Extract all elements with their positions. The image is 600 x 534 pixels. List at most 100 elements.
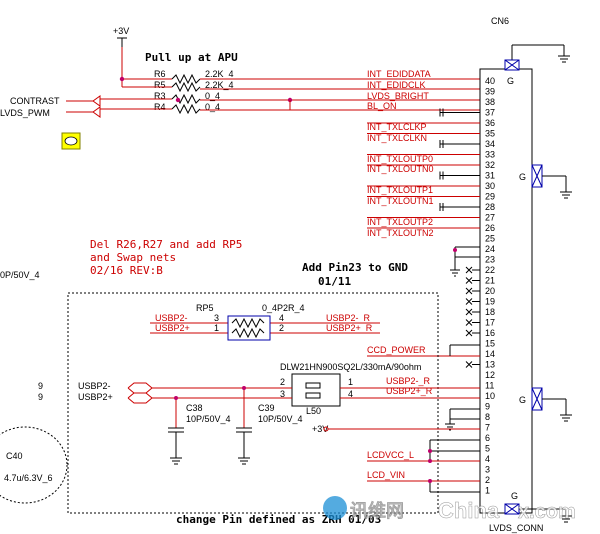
shield-g-right-2: G: [519, 387, 572, 422]
note-del-line1: Del R26,R27 and add RP5: [90, 238, 242, 251]
offpage-usbp2-pair[interactable]: USBP2- USBP2+: [78, 381, 153, 404]
connector-pin-number: 6: [485, 433, 490, 443]
svg-text:3: 3: [214, 313, 219, 323]
svg-text:1: 1: [214, 323, 219, 333]
svg-text:2.2K_4: 2.2K_4: [205, 69, 234, 79]
svg-text:USBP2-_R: USBP2-_R: [326, 313, 371, 323]
svg-text:4: 4: [348, 389, 353, 399]
connector-pin-number: 10: [485, 391, 495, 401]
svg-text:R4: R4: [154, 102, 166, 112]
svg-text:10P/50V_4: 10P/50V_4: [186, 414, 231, 424]
cap-c40-partial: C40 4.7u/6.3V_6: [0, 426, 68, 504]
connector-pin-number: 39: [485, 87, 495, 97]
connector-pin-number: 3: [485, 465, 490, 475]
cap-c39[interactable]: C39 10P/50V_4: [236, 386, 303, 465]
connector-pin-number: 31: [485, 171, 495, 181]
no-connect-icon: [465, 266, 480, 274]
net-txlclkp: INT_TXLCLKP: [367, 122, 427, 132]
left-partial-9a: 9: [38, 381, 43, 391]
svg-text:4.7u/6.3V_6: 4.7u/6.3V_6: [4, 473, 53, 483]
connector-pin-number: 23: [485, 255, 495, 265]
note-pullup: Pull up at APU: [145, 51, 238, 64]
svg-text:C38: C38: [186, 403, 203, 413]
svg-text:x.com: x.com: [518, 501, 576, 523]
svg-text:10P/50V_4: 10P/50V_4: [258, 414, 303, 424]
shield-g-right-1: G: [519, 164, 572, 199]
connector-pin-numbers: 4039383736353433323130292827262524232221…: [485, 76, 495, 496]
note-comment-icon[interactable]: [61, 132, 81, 150]
connector-pin-number: 24: [485, 244, 495, 254]
net-usbp2m-r: USBP2-_R: [386, 376, 431, 386]
dashed-region: [67, 292, 439, 514]
svg-text:2: 2: [279, 323, 284, 333]
connector-pin-number: 35: [485, 129, 495, 139]
resistor-r3[interactable]: R3 0_4: [100, 91, 480, 105]
connector-pin-number: 16: [485, 328, 495, 338]
svg-text:RP5: RP5: [196, 303, 214, 313]
svg-text:L50: L50: [306, 406, 321, 416]
svg-text:CN6: CN6: [491, 16, 509, 26]
net-txloutp0: INT_TXLOUTP0: [367, 154, 433, 164]
connector-pin-number: 8: [485, 412, 490, 422]
net-int-ediddata: INT_EDIDDATA: [367, 69, 431, 79]
connector-pin-number: 18: [485, 307, 495, 317]
lcd-power-wires: [367, 439, 480, 493]
svg-text:G: G: [519, 172, 526, 182]
svg-text:3: 3: [280, 389, 285, 399]
svg-text:C40: C40: [6, 451, 23, 461]
no-connect-icon: [465, 298, 480, 305]
connector-pin-number: 5: [485, 444, 490, 454]
svg-text:G: G: [507, 76, 514, 86]
resistor-r6[interactable]: R6 2.2K_4: [122, 69, 480, 85]
svg-text:2.2K_4: 2.2K_4: [205, 80, 234, 90]
svg-text:0_4: 0_4: [205, 102, 220, 112]
left-partial-9b: 9: [38, 392, 43, 402]
svg-text:DLW21HN900SQ2L/330mA/90ohm: DLW21HN900SQ2L/330mA/90ohm: [280, 362, 421, 372]
resistor-r5[interactable]: R5 2.2K_4: [122, 80, 480, 93]
net-lcd-vin: LCD_VIN: [367, 470, 405, 480]
no-connect-icon: [465, 319, 480, 326]
net-lcdvcc-l: LCDVCC_L: [367, 450, 414, 460]
choke-l50[interactable]: DLW21HN900SQ2L/330mA/90ohm 2 3 1 4 L50: [280, 362, 421, 416]
svg-text:G: G: [519, 395, 526, 405]
no-connect-marks: [465, 266, 480, 368]
connector-pin-number: 19: [485, 297, 495, 307]
no-connect-icon: [465, 277, 480, 284]
svg-text:R5: R5: [154, 80, 166, 90]
connector-pin-number: 1: [485, 486, 490, 496]
shield-g-bottom: G: [504, 491, 572, 523]
svg-text:USBP2+: USBP2+: [78, 392, 113, 402]
note-add-pin23-line2: 01/11: [318, 275, 351, 288]
connector-pin-number: 36: [485, 118, 495, 128]
connector-pin-number: 11: [485, 381, 494, 391]
connector-pin-number: 38: [485, 97, 495, 107]
net-txloutn2: INT_TXLOUTN2: [367, 228, 434, 238]
lvds-pair-wires: [367, 108, 480, 229]
net-txloutn0: INT_TXLOUTN0: [367, 164, 434, 174]
svg-text:1: 1: [348, 377, 353, 387]
resistor-pack-rp5[interactable]: RP5 0_4P2R_4 USBP2- USBP2+ 3 1 4 2 USBP2…: [150, 303, 380, 341]
svg-text:China: China: [438, 498, 500, 523]
power-3v-mid: +3V: [312, 424, 480, 434]
left-cap-partial: 0P/50V_4: [0, 270, 40, 280]
note-del-line2: and Swap nets: [90, 251, 176, 264]
net-lvds-bright: LVDS_BRIGHT: [367, 91, 429, 101]
connector-pin-number: 14: [485, 349, 495, 359]
connector-pin-number: 32: [485, 160, 495, 170]
offpage-lvds-pwm[interactable]: LVDS_PWM: [0, 106, 101, 118]
connector-pin-number: 25: [485, 234, 495, 244]
connector-pin-number: 30: [485, 181, 495, 191]
connector-pin-number: 12: [485, 370, 495, 380]
connector-pin-number: 37: [485, 108, 495, 118]
net-int-edidclk: INT_EDIDCLK: [367, 80, 426, 90]
offpage-contrast[interactable]: CONTRAST: [10, 95, 101, 107]
connector-pin-number: 2: [485, 475, 490, 485]
svg-text:CONTRAST: CONTRAST: [10, 96, 60, 106]
resistor-r4[interactable]: R4 0_4: [100, 102, 480, 115]
svg-text:G: G: [511, 491, 518, 501]
connector-pin-number: 21: [485, 276, 495, 286]
note-del-line3: 02/16 REV:B: [90, 264, 163, 277]
cap-c38[interactable]: C38 10P/50V_4: [168, 396, 231, 465]
svg-text:USBP2-: USBP2-: [155, 313, 188, 323]
